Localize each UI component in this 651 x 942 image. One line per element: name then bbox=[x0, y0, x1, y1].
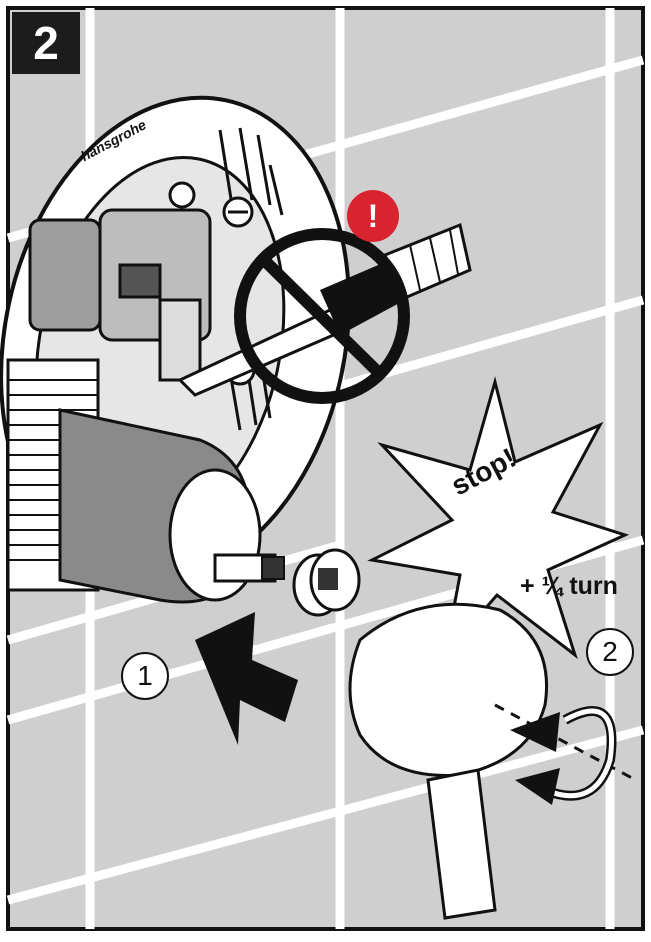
adapter-nut bbox=[292, 548, 361, 617]
screwdriver bbox=[177, 222, 472, 397]
step-1-marker: 1 bbox=[121, 652, 169, 700]
prohibition-sign bbox=[234, 228, 410, 404]
valve-post bbox=[168, 181, 196, 209]
rotation-arrow-outline bbox=[544, 708, 614, 799]
rotation-arrowhead-2 bbox=[515, 768, 560, 805]
step-2-marker: 2 bbox=[586, 628, 634, 676]
step-number-badge: 2 bbox=[12, 12, 80, 74]
lever-handle-body bbox=[348, 602, 548, 777]
valve-pipe bbox=[158, 298, 202, 382]
stop-burst bbox=[367, 376, 630, 661]
insert-arrow bbox=[195, 612, 298, 745]
valve-stem-left bbox=[118, 263, 162, 299]
spindle-tip bbox=[261, 556, 285, 580]
warning-badge bbox=[347, 190, 399, 242]
rotation-arrowhead bbox=[510, 712, 560, 752]
lever-handle-arm bbox=[426, 768, 497, 920]
warning-exclamation-icon: ! bbox=[367, 197, 379, 234]
prohibition-slash bbox=[257, 253, 387, 381]
quarter-turn-label: + ¼ turn bbox=[520, 572, 618, 600]
valve-side bbox=[28, 218, 102, 332]
